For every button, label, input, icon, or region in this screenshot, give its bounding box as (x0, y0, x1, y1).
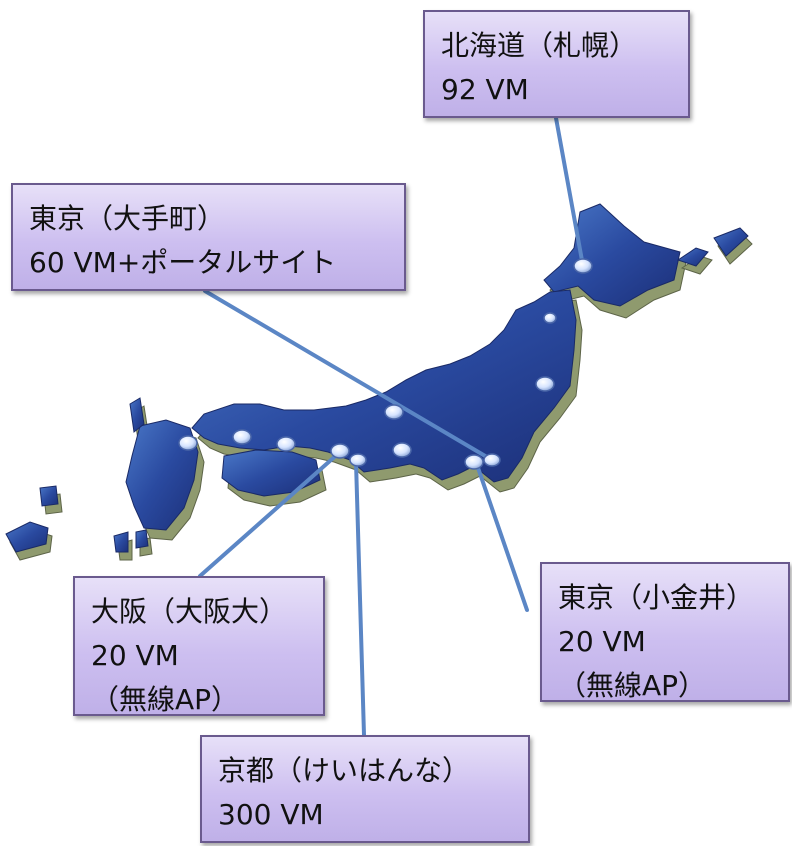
marker-sapporo (573, 258, 593, 274)
marker-keihanna (349, 453, 367, 467)
callout-title: 東京（小金井） (558, 581, 755, 614)
site-markers (178, 258, 593, 470)
leader-line-koganei (474, 460, 529, 612)
callout-line: 92 VM (441, 73, 529, 106)
kuril-2 (713, 227, 749, 257)
island-1 (39, 485, 59, 507)
island-3 (113, 531, 129, 553)
callout-title: 大阪（大阪大） (91, 595, 288, 628)
marker-osaka (330, 443, 350, 459)
marker-fukuoka (178, 435, 198, 451)
marker-okayama (276, 436, 296, 452)
leader-line-osaka (198, 450, 342, 578)
marker-niigata (384, 404, 404, 420)
leader-line-sapporo (554, 116, 585, 268)
leader-lines (198, 116, 585, 737)
callout-line: 20 VM (91, 639, 179, 672)
kyushu (125, 419, 199, 531)
callout-title: 東京（大手町） (29, 202, 226, 235)
leader-line-keihanna (354, 460, 366, 737)
marker-nagoya (392, 442, 412, 458)
callout-otemachi: 東京（大手町） 60 VM+ポータルサイト (11, 183, 406, 291)
marker-aomori (543, 312, 557, 324)
leader-line-otemachi (203, 289, 494, 462)
marker-sendai (535, 376, 555, 392)
island-4 (135, 529, 149, 549)
callout-sapporo: 北海道（札幌） 92 VM (423, 10, 690, 118)
marker-otemachi (483, 453, 501, 467)
callout-line: 20 VM (558, 625, 646, 658)
kuril-1 (676, 247, 709, 267)
callout-title: 京都（けいはんな） (218, 754, 471, 787)
callout-line: （無線AP） (91, 683, 240, 716)
callout-line: 60 VM+ポータルサイト (29, 246, 337, 279)
callout-line: 300 VM (218, 798, 324, 831)
marker-koganei (464, 454, 484, 470)
tsushima (129, 397, 145, 433)
callout-title: 北海道（札幌） (441, 29, 638, 62)
callout-keihanna: 京都（けいはんな） 300 VM (200, 735, 530, 843)
marker-hiroshima (232, 429, 252, 445)
callout-osaka: 大阪（大阪大） 20 VM （無線AP） (73, 576, 325, 716)
callout-line: （無線AP） (558, 669, 707, 702)
island-2 (5, 521, 49, 553)
shikoku (221, 449, 321, 497)
callout-koganei: 東京（小金井） 20 VM （無線AP） (540, 562, 790, 702)
